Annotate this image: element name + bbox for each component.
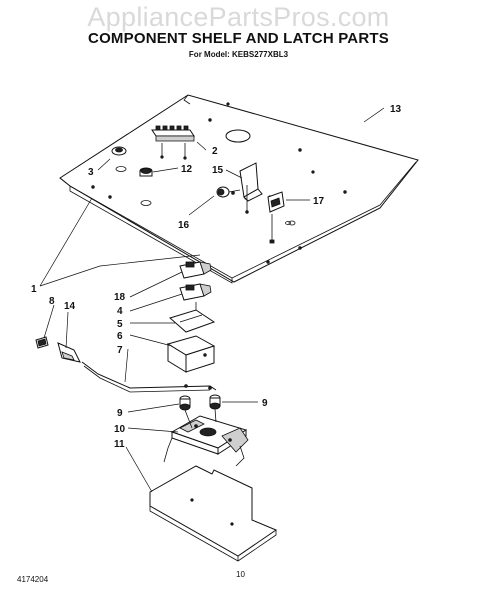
insulator-plate-part [168,309,216,333]
callout-18: 18 [114,292,126,303]
switch-part [267,191,291,244]
diagram-title: COMPONENT SHELF AND LATCH PARTS [88,30,389,47]
watermark: AppliancePartsPros.com [87,2,390,32]
mounting-bracket-part [239,162,263,214]
callout-12: 12 [181,164,193,175]
component-shelf-part [59,94,419,284]
latch-handle-part [35,336,49,349]
page-number: 10 [236,570,245,579]
callout-2: 2 [212,146,218,157]
callout-16: 16 [178,220,190,231]
callout-5: 5 [117,319,123,330]
callout-1: 1 [31,284,37,295]
terminal-block-part [151,125,195,160]
bushing-part-left [179,395,191,411]
latch-assembly-part [163,408,249,467]
grommet-part [111,146,127,172]
latch-plate-part [57,342,81,363]
callout-11: 11 [114,439,125,450]
callout-3: 3 [88,167,94,178]
plug-button-part [139,167,153,206]
leader-lines [39,107,385,493]
callout-17: 17 [313,196,325,207]
shield-plate-part [149,465,278,562]
callout-10: 10 [114,424,126,435]
callout-6: 6 [117,331,123,342]
callout-13: 13 [390,104,402,115]
document-number: 4174204 [17,575,49,584]
model-subtitle: For Model: KEBS277XBL3 [188,50,289,59]
callout-8: 8 [49,296,55,307]
callout-14: 14 [64,301,76,312]
indicator-lamp-part [216,186,241,198]
callout-4: 4 [117,306,123,317]
callout-7: 7 [117,345,123,356]
bushing-part-right [209,394,221,410]
micro-switch-part [179,283,212,312]
switch-housing-part [166,335,216,373]
latch-switch-part [179,261,212,279]
callout-9-right: 9 [262,398,268,409]
latch-rod-part [81,361,217,393]
callout-15: 15 [212,165,224,176]
callout-9-left: 9 [117,408,123,419]
